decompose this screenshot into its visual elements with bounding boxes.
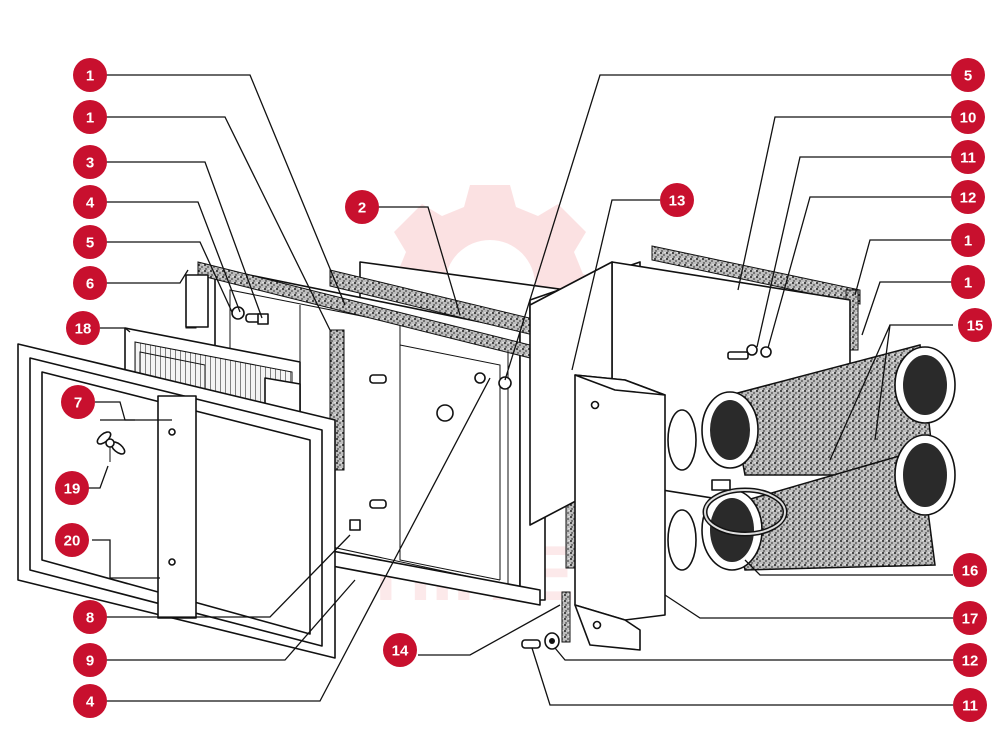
callout-label: 19 (64, 481, 81, 498)
callout-marker-icon (55, 523, 89, 557)
callout-c-right-12b: 12 (953, 643, 987, 677)
callout-c-right-17: 17 (953, 601, 987, 635)
callout-label: 5 (964, 68, 972, 85)
callout-marker-icon (951, 180, 985, 214)
adapter-17 (574, 374, 697, 651)
callout-label: 1 (86, 110, 94, 127)
bolts-bottom (521, 632, 560, 650)
callout-c-right-15: 15 (958, 308, 992, 342)
callout-marker-icon (73, 225, 107, 259)
callout-marker-icon (66, 311, 100, 345)
callout-label: 20 (64, 533, 81, 550)
callout-c-right-1b: 1 (951, 265, 985, 299)
callout-c-mid-13: 13 (660, 183, 694, 217)
callout-c-left-8: 8 (73, 600, 107, 634)
gasket-14 (561, 591, 571, 643)
callout-marker-icon (345, 190, 379, 224)
callout-marker-icon (73, 600, 107, 634)
callout-marker-icon (73, 643, 107, 677)
callout-label: 11 (962, 698, 978, 715)
callout-marker-icon (951, 223, 985, 257)
callout-label: 3 (86, 155, 94, 172)
callout-c-left-4b: 4 (73, 684, 107, 718)
callout-label: 11 (960, 150, 976, 167)
callout-label: 4 (86, 195, 95, 212)
callout-c-right-16: 16 (953, 553, 987, 587)
callout-c-right-10: 10 (951, 100, 985, 134)
callout-label: 5 (86, 235, 94, 252)
callout-label: 13 (669, 193, 686, 210)
callout-marker-icon (660, 183, 694, 217)
callout-c-mid-14: 14 (383, 633, 417, 667)
callout-marker-icon (951, 100, 985, 134)
bolts-left (185, 274, 269, 328)
callout-marker-icon (73, 58, 107, 92)
callout-marker-icon (73, 185, 107, 219)
callout-c-right-5: 5 (951, 58, 985, 92)
callout-label: 12 (960, 190, 977, 207)
callout-label: 9 (86, 653, 94, 670)
callout-marker-icon (953, 688, 987, 722)
callout-marker-icon (953, 643, 987, 677)
callout-label: 2 (358, 200, 366, 217)
callout-c-right-12a: 12 (951, 180, 985, 214)
callout-marker-icon (383, 633, 417, 667)
callout-label: 4 (86, 694, 95, 711)
callout-label: 1 (964, 275, 972, 292)
callout-marker-icon (55, 471, 89, 505)
callout-c-left-1a: 1 (73, 58, 107, 92)
callout-c-mid-2: 2 (345, 190, 379, 224)
callout-marker-icon (958, 308, 992, 342)
callout-c-left-3: 3 (73, 145, 107, 179)
callout-c-right-1a: 1 (951, 223, 985, 257)
callout-c-right-11b: 11 (953, 688, 987, 722)
callout-c-left-9: 9 (73, 643, 107, 677)
callout-marker-icon (953, 601, 987, 635)
callout-label: 14 (392, 643, 409, 660)
callout-label: 12 (962, 653, 979, 670)
callout-c-left-5: 5 (73, 225, 107, 259)
callout-c-right-11a: 11 (951, 140, 985, 174)
callout-marker-icon (951, 58, 985, 92)
callout-label: 18 (75, 321, 92, 338)
callout-label: 15 (967, 318, 984, 335)
leader-lines (88, 74, 953, 706)
callout-marker-icon (73, 266, 107, 300)
gasket-10 (651, 245, 861, 305)
callout-label: 8 (86, 610, 94, 627)
callout-c-left-20: 20 (55, 523, 89, 557)
callout-c-left-6: 6 (73, 266, 107, 300)
callout-c-left-7: 7 (61, 385, 95, 419)
callout-c-left-4a: 4 (73, 185, 107, 219)
callout-marker-icon (61, 385, 95, 419)
front-frame (17, 343, 336, 659)
hoses (701, 344, 956, 571)
callout-marker-icon (953, 553, 987, 587)
callout-c-left-1b: 1 (73, 100, 107, 134)
callout-marker-icon (951, 140, 985, 174)
callout-label: 10 (960, 110, 977, 127)
callout-marker-icon (73, 684, 107, 718)
wing-nut-icon (96, 431, 126, 462)
callout-marker-icon (951, 265, 985, 299)
callout-label: 6 (86, 276, 94, 293)
callout-label: 16 (962, 563, 979, 580)
callout-c-left-18: 18 (66, 311, 100, 345)
callout-marker-icon (73, 100, 107, 134)
callout-label: 1 (86, 68, 94, 85)
callout-label: 1 (964, 233, 972, 250)
callout-c-left-19: 19 (55, 471, 89, 505)
callout-marker-icon (73, 145, 107, 179)
callout-label: 17 (962, 611, 979, 628)
callout-label: 7 (74, 395, 82, 412)
